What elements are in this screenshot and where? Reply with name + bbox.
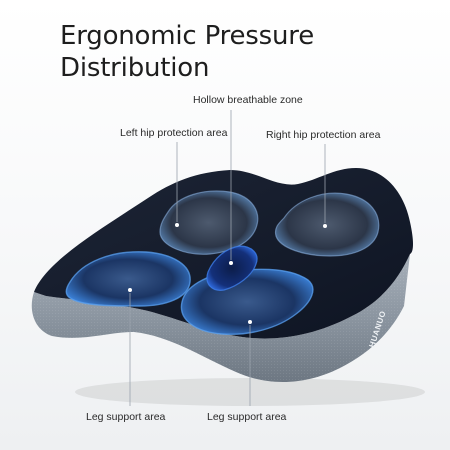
page-title: Ergonomic Pressure Distribution: [60, 20, 314, 84]
cushion-mesh-texture: [31, 254, 410, 382]
label-left-hip-area: Left hip protection area: [120, 127, 228, 139]
marker-left-hip: [175, 223, 179, 227]
right-hip-zone: [274, 192, 380, 257]
label-leg-support-right: Leg support area: [207, 411, 287, 423]
marker-right-leg: [248, 320, 252, 324]
marker-right-hip: [323, 224, 327, 228]
label-right-hip-area: Right hip protection area: [266, 129, 381, 141]
hollow-breathable-zone: [206, 245, 258, 291]
callout-lines: [129, 110, 326, 406]
zone-markers: [128, 223, 327, 324]
left-leg-zone: [65, 251, 191, 307]
label-hollow-breathable-zone: Hollow breathable zone: [193, 94, 303, 106]
marker-left-leg: [128, 288, 132, 292]
marker-hollow: [229, 261, 233, 265]
title-line-1: Ergonomic Pressure: [60, 21, 314, 51]
label-leg-support-left: Leg support area: [86, 411, 166, 423]
title-line-2: Distribution: [60, 53, 210, 83]
